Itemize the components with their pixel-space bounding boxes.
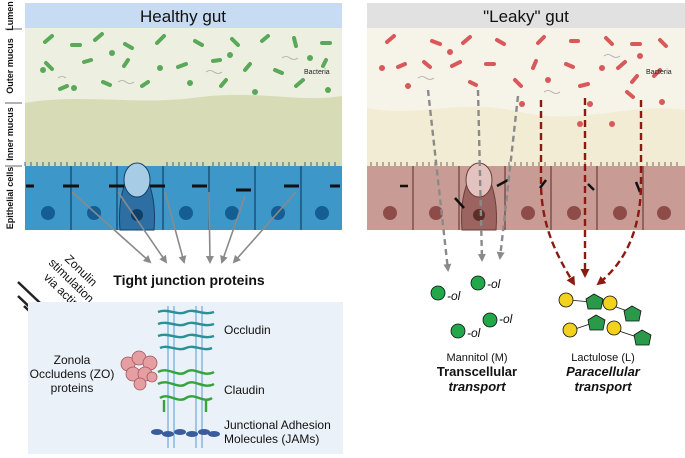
jams-label-line2: Molecules (JAMs) xyxy=(224,432,319,446)
healthy-goblet-cell xyxy=(119,162,155,231)
zo-proteins-label: Zonola Occludens (ZO) proteins xyxy=(30,353,115,395)
occludin-protein xyxy=(157,309,215,351)
mannitol-molecule: -ol xyxy=(482,312,513,328)
mannitol-molecule: -ol xyxy=(430,285,461,303)
leaky-bacteria-group xyxy=(385,34,668,99)
healthy-bacteria-label: Bacteria xyxy=(304,69,330,76)
occludin-label: Occludin xyxy=(224,323,271,337)
leaky-flagella xyxy=(417,54,621,94)
layer-dividers xyxy=(5,28,22,167)
jams-label-line1: Junctional Adhesion xyxy=(224,418,331,432)
layer-outer-mucus: Outer mucus xyxy=(5,38,15,94)
protein-inset-box xyxy=(28,302,343,454)
paracellular-arrows xyxy=(539,98,643,286)
zo-line3: proteins xyxy=(51,381,94,395)
healthy-tight-junctions xyxy=(26,184,340,192)
mannitol-molecule: -ol xyxy=(470,275,501,291)
lactulose-name: Lactulose (L) xyxy=(571,352,635,364)
healthy-gut-panel: Healthy gut Bacteria xyxy=(17,3,343,454)
healthy-inner-mucus xyxy=(25,94,342,166)
mannitol-ol-label: -ol xyxy=(499,312,513,326)
paracellular-line2: transport xyxy=(574,379,632,394)
membranes xyxy=(167,306,203,448)
layer-lumen: Lumen xyxy=(5,1,15,31)
mannitol-molecules: -ol -ol -ol -ol xyxy=(430,275,513,340)
healthy-bacteria-group xyxy=(43,32,332,91)
mannitol-molecule: -ol xyxy=(450,323,481,340)
leaky-bacteria-dots xyxy=(379,49,665,127)
transcellular-line1: Transcellular xyxy=(437,364,517,379)
jams-protein xyxy=(151,429,220,437)
zo-line1: Zonola xyxy=(54,353,91,367)
zo-line2: Occludens (ZO) xyxy=(30,367,115,381)
layer-inner-mucus: Inner mucus xyxy=(5,107,15,161)
mannitol-ol-label: -ol xyxy=(467,326,481,340)
healthy-flagella xyxy=(57,56,299,84)
tight-junction-title: Tight junction proteins xyxy=(113,272,265,288)
lactulose-molecules xyxy=(558,292,652,346)
healthy-title-bar xyxy=(25,3,342,28)
leaky-gut-title: "Leaky" gut xyxy=(483,7,569,26)
leaky-inner-mucus xyxy=(367,106,685,166)
tight-junction-arrows xyxy=(71,191,297,264)
leaky-title-bar xyxy=(367,3,685,28)
mannitol-name: Mannitol (M) xyxy=(446,352,507,364)
leaky-broken-junctions xyxy=(400,178,642,209)
leaky-gut-panel: "Leaky" gut Bacteria xyxy=(367,3,685,394)
leaky-epithelial-layer xyxy=(367,162,685,231)
claudin-protein xyxy=(157,369,215,412)
zo-protein-blob xyxy=(120,350,158,391)
healthy-gut-title: Healthy gut xyxy=(140,7,226,26)
claudin-label: Claudin xyxy=(224,383,265,397)
leaky-bacteria-label: Bacteria xyxy=(646,69,672,76)
transcellular-arrows xyxy=(426,89,520,272)
leaky-goblet-cell xyxy=(461,162,497,231)
healthy-bacteria-dots xyxy=(40,50,331,95)
layer-labels: Lumen Outer mucus Inner mucus Epithelial… xyxy=(5,1,15,229)
healthy-epithelial-layer xyxy=(24,162,342,231)
paracellular-line1: Paracellular xyxy=(566,364,641,379)
mannitol-ol-label: -ol xyxy=(487,277,501,291)
mannitol-ol-label: -ol xyxy=(447,289,461,303)
transcellular-line2: transport xyxy=(448,379,506,394)
layer-epithelial-cells: Epithelial cells xyxy=(5,167,15,230)
